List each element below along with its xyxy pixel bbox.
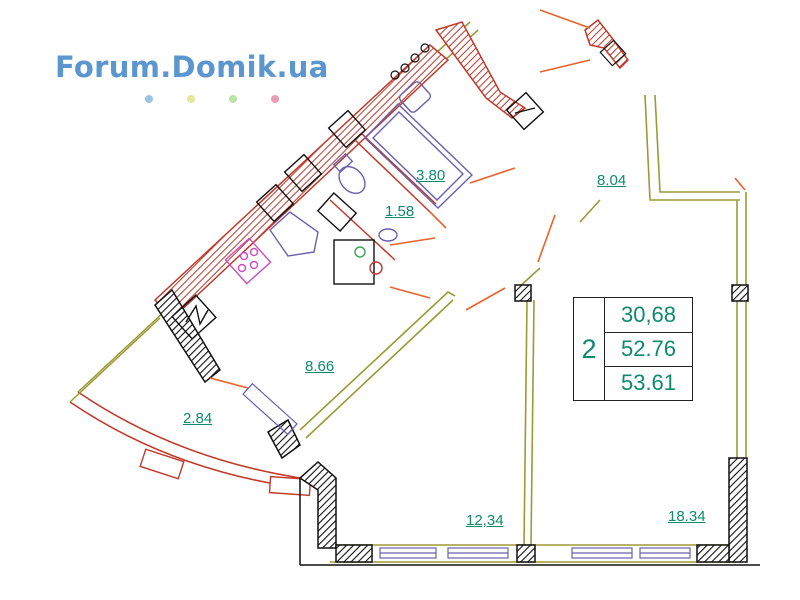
logo-dot-blue: [145, 95, 153, 103]
logo-dot-green: [229, 95, 237, 103]
room-area-wc: 1.58: [385, 203, 415, 220]
kitchen-fixtures: [171, 91, 545, 340]
logo-dot-yellow: [187, 95, 195, 103]
total-area: 53.61: [620, 370, 677, 395]
site-logo[interactable]: Forum.Domik.ua: [55, 50, 329, 84]
useful-area: 52.76: [605, 332, 692, 367]
door-swings: [209, 9, 746, 389]
room-area-balcony: 2.84: [183, 410, 213, 427]
room-area-living-room: 12,34: [466, 512, 504, 529]
room-area-corridor: 8.04: [597, 172, 627, 189]
room-area-kitchen: 8.66: [305, 358, 335, 375]
room-area-bathroom: 3.80: [416, 167, 446, 184]
facade-windows: [242, 382, 691, 559]
room-count: 2: [574, 298, 605, 400]
logo-dot-pink: [271, 95, 279, 103]
shaft-details: [390, 39, 627, 80]
bath-fixtures: [269, 81, 474, 257]
logo-dots: [145, 90, 313, 108]
area-summary-table: 2 30,68 52.76 53.61: [573, 297, 693, 401]
living-area: 30,68: [605, 298, 692, 333]
room-area-bedroom: 18.34: [668, 508, 706, 525]
structural-walls: [154, 284, 760, 566]
exterior-walls: [69, 18, 629, 489]
